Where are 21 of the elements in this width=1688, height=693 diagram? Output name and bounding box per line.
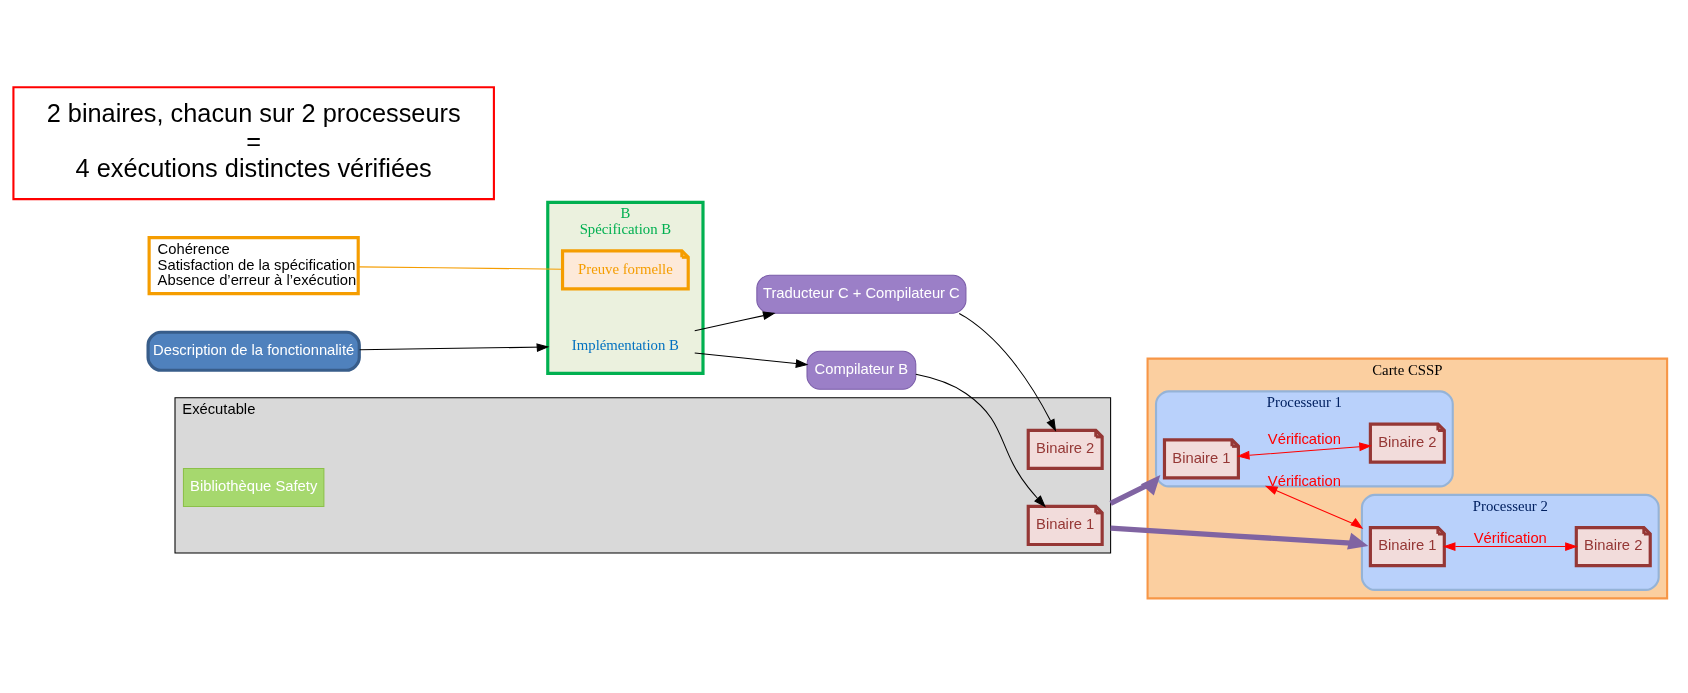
arrow bbox=[914, 373, 1046, 507]
node-box: 2 binaires, chacun sur 2 processeurs = 4 exécutions distinctes vérifiées bbox=[11, 85, 495, 200]
edge-label: Vérification bbox=[1267, 472, 1341, 489]
node-box: Traducteur C + Compilateur C bbox=[755, 274, 966, 314]
connector bbox=[357, 265, 563, 270]
node-box: Cohérence Satisfaction de la spécification Absence d’erreur à l’exécution bbox=[147, 235, 360, 295]
arrow bbox=[1236, 441, 1372, 460]
edge-label: Vérification bbox=[1473, 529, 1547, 546]
arrow bbox=[693, 310, 776, 331]
node-text: Implémentation B bbox=[571, 336, 679, 353]
node-box: Description de la fonctionnalité bbox=[146, 330, 361, 372]
arrow bbox=[1109, 525, 1368, 550]
edge-label: Vérification bbox=[1267, 430, 1341, 447]
arrow bbox=[693, 352, 808, 368]
arrow bbox=[358, 342, 549, 352]
arrow bbox=[958, 312, 1056, 432]
arrow bbox=[1442, 541, 1578, 551]
node-box: Bibliothèque Safety bbox=[182, 467, 324, 507]
arrow bbox=[1264, 485, 1363, 529]
node-box: Compilateur B bbox=[806, 350, 916, 390]
arrow bbox=[1108, 474, 1160, 506]
